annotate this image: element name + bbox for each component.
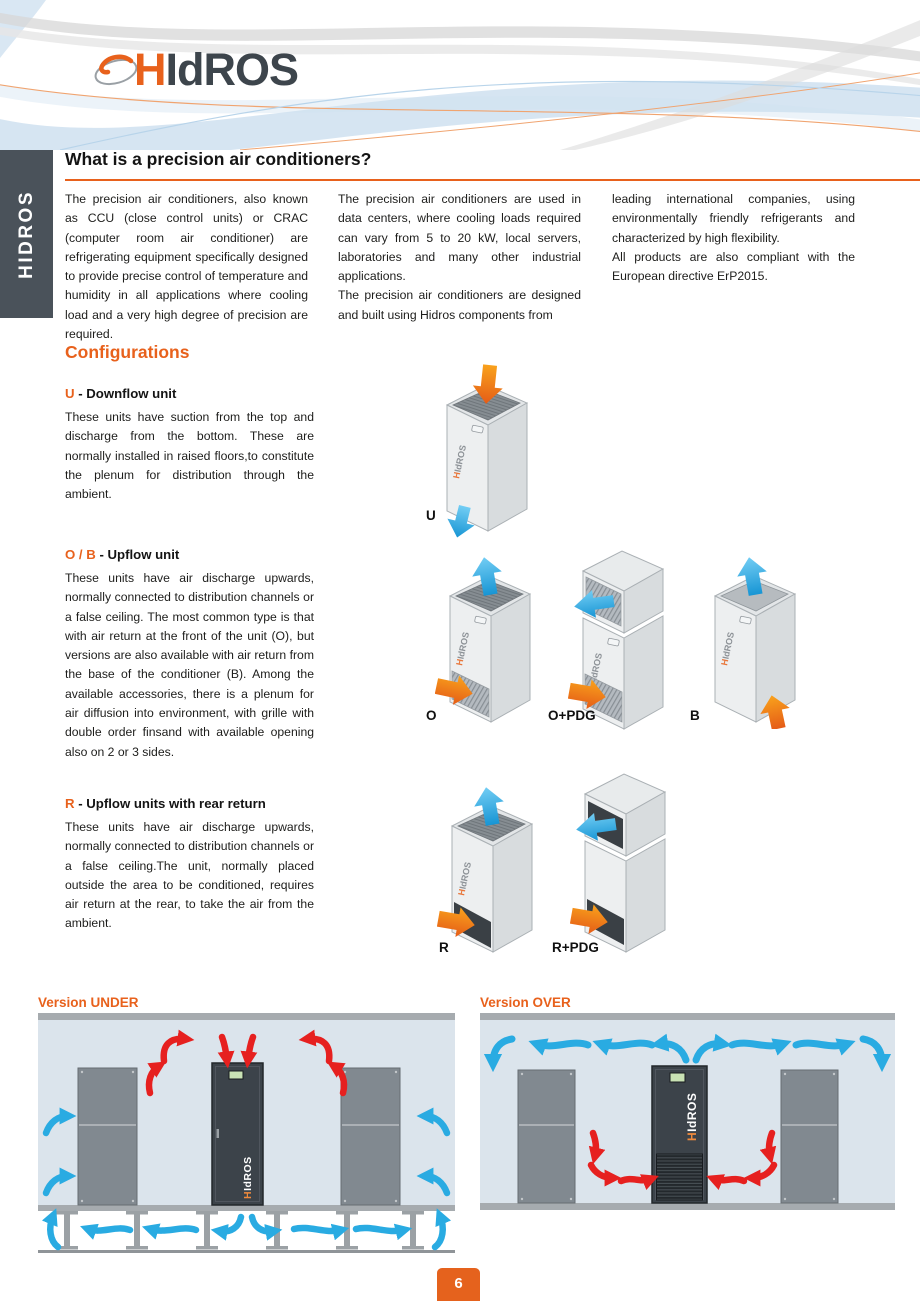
unit-display [228, 1070, 244, 1080]
version-under-diagram: HIdROS [38, 1013, 455, 1253]
air-out-plenum-arrow-icon [576, 812, 617, 841]
title-rule [65, 179, 920, 181]
figure-label-opdg: O+PDG [548, 708, 596, 723]
unit-figure-u: HIdROS [445, 364, 529, 538]
air-out-plenum-arrow-icon [574, 589, 615, 618]
intro-column-2: The precision air conditioners are used … [338, 192, 581, 322]
air-out-top-arrow-icon [737, 557, 767, 596]
section-downflow: U - Downflow unit These units have sucti… [65, 386, 314, 504]
figure-label-r: R [439, 940, 449, 955]
cabinet [583, 773, 667, 953]
crac-unit: HIdROS [651, 1065, 708, 1204]
version-under-title: Version UNDER [38, 995, 139, 1010]
figure-label-rpdg: R+PDG [552, 940, 599, 955]
server-rack-left [77, 1067, 138, 1206]
air-in-rear-arrow-icon [570, 904, 608, 934]
section-downflow-heading: U - Downflow unit [65, 386, 314, 401]
section-upflow-heading: O / B - Upflow unit [65, 547, 314, 562]
unit-display [607, 637, 620, 647]
unit-display [739, 615, 752, 625]
figure-label-u: U [426, 508, 436, 523]
cold-air-arrows [41, 1107, 452, 1251]
unit-figure-o: HIdROS [435, 557, 532, 723]
unit-figure-b: HIdROS [713, 557, 797, 729]
logo-text: HIdROS [134, 44, 300, 96]
section-name: - Upflow units with rear return [74, 796, 266, 811]
intro-column-1: The precision air conditioners, also kno… [65, 192, 308, 342]
section-name: - Downflow unit [74, 386, 177, 401]
ground-line [38, 1250, 455, 1253]
unit-display [474, 615, 487, 625]
server-rack-right [340, 1067, 401, 1206]
section-downflow-body: These units have suction from the top an… [65, 410, 314, 502]
raised-floor-bar [38, 1205, 455, 1211]
section-rear-return-heading: R - Upflow units with rear return [65, 796, 314, 811]
unit-figure-rpdg [570, 773, 667, 953]
configurations-title: Configurations [65, 342, 190, 362]
cabinet: HIdROS [448, 575, 532, 723]
unit-figure-r: HIdROS [437, 787, 534, 953]
unit-display [471, 424, 484, 434]
floor-bar [480, 1203, 895, 1210]
page-number-tab: 6 [437, 1268, 480, 1301]
air-in-top-arrow-icon [472, 364, 503, 404]
crac-unit: HIdROS [211, 1062, 264, 1206]
ceiling-bar [480, 1013, 895, 1020]
air-out-top-arrow-icon [472, 557, 502, 596]
air-in-base-arrow-icon [760, 695, 790, 729]
section-code: U [65, 386, 75, 401]
cold-air-arrows [483, 1033, 892, 1073]
figure-label-b: B [690, 708, 700, 723]
unit-display [669, 1072, 686, 1083]
air-in-front-arrow-icon [568, 679, 606, 709]
section-code: R [65, 796, 75, 811]
hot-air-arrows [587, 1129, 778, 1190]
air-out-top-arrow-icon [474, 787, 504, 826]
version-over-diagram: HIdROS [480, 1013, 895, 1210]
section-name: - Upflow unit [95, 547, 180, 562]
page-title: What is a precision air conditioners? [65, 149, 372, 169]
air-in-rear-arrow-icon [437, 907, 475, 937]
server-rack-right [780, 1069, 839, 1204]
ceiling-bar [38, 1013, 455, 1020]
logo-letters-rest: IdROS [165, 44, 300, 95]
side-tab-label: HIDROS [15, 189, 37, 279]
unit-grille [656, 1153, 703, 1201]
unit-logo: HIdROS [685, 1093, 699, 1141]
section-rear-return: R - Upflow units with rear return These … [65, 796, 314, 934]
section-upflow: O / B - Upflow unit These units have air… [65, 547, 314, 762]
section-upflow-body: These units have air discharge upwards, … [65, 571, 314, 759]
section-rear-return-body: These units have air discharge upwards, … [65, 820, 314, 931]
unit-figure-opdg: HIdROS [568, 550, 665, 730]
figure-label-o: O [426, 708, 437, 723]
server-rack-left [517, 1069, 576, 1204]
side-tab-hidros: HIDROS [0, 150, 53, 318]
logo-letter-h: H [134, 44, 166, 95]
cabinet: HIdROS [713, 575, 797, 723]
door-handle [216, 1129, 219, 1138]
air-in-front-arrow-icon [435, 675, 473, 705]
hidros-logo: HIdROS [90, 44, 300, 96]
logo-swoosh-icon [94, 54, 138, 86]
intro-column-3: leading international companies, using e… [612, 192, 855, 284]
version-over-title: Version OVER [480, 995, 571, 1010]
cabinet: HIdROS [445, 384, 529, 532]
section-code: O / B [65, 547, 96, 562]
header-swoosh-decoration [0, 0, 920, 150]
unit-logo: HIdROS [242, 1156, 254, 1199]
air-out-bottom-arrow-icon [447, 505, 475, 538]
hot-air-arrows [145, 1029, 348, 1097]
